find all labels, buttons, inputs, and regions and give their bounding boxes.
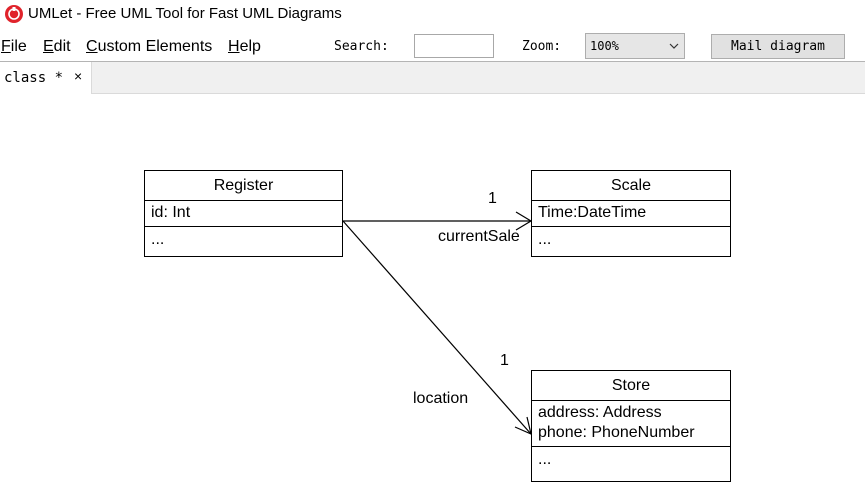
class-register[interactable]: Register id: Int ... <box>144 170 343 257</box>
class-register-attributes: id: Int <box>145 201 342 227</box>
window-title: UMLet - Free UML Tool for Fast UML Diagr… <box>28 5 342 22</box>
title-bar: UMLet - Free UML Tool for Fast UML Diagr… <box>0 0 865 30</box>
menu-divider <box>0 61 865 62</box>
menu-custom-elements-mnemonic: C <box>86 38 98 55</box>
class-register-name: Register <box>145 171 342 201</box>
menu-bar: File Edit Custom Elements Help Search: Z… <box>0 31 865 62</box>
menu-custom-elements[interactable]: Custom Elements <box>86 38 212 56</box>
class-register-operations: ... <box>151 231 165 248</box>
menu-help[interactable]: Help <box>228 38 261 56</box>
multiplicity-store-label: 1 <box>500 352 509 369</box>
umlet-logo-icon <box>5 5 23 23</box>
class-scale[interactable]: Scale Time:DateTime ... <box>531 170 731 257</box>
tab-class-label: class * <box>4 70 64 86</box>
class-scale-attribute: Time:DateTime <box>538 204 647 221</box>
zoom-value: 100% <box>590 39 619 53</box>
search-input[interactable] <box>414 34 494 58</box>
menu-file-mnemonic: F <box>1 38 11 55</box>
class-store-attributes: address: Address phone: PhoneNumber <box>532 401 730 447</box>
menu-custom-elements-label: ustom Elements <box>97 38 213 55</box>
zoom-select[interactable]: 100% <box>585 33 685 59</box>
tab-close-icon[interactable]: × <box>74 68 83 84</box>
multiplicity-scale-label: 1 <box>488 190 497 207</box>
diagram-canvas[interactable]: Register id: Int ... Scale Time:DateTime… <box>0 94 865 492</box>
menu-edit-label: dit <box>53 38 71 55</box>
menu-help-mnemonic: H <box>228 38 240 55</box>
mail-diagram-button[interactable]: Mail diagram <box>711 34 845 59</box>
menu-help-label: elp <box>239 38 261 55</box>
menu-edit-mnemonic: E <box>43 38 54 55</box>
class-scale-operations: ... <box>538 231 552 248</box>
chevron-down-icon <box>669 43 679 49</box>
association-register-store-line[interactable] <box>342 220 532 435</box>
class-store-attribute-phone: phone: PhoneNumber <box>538 424 695 441</box>
role-currentsale-label: currentSale <box>438 228 520 245</box>
role-location-label: location <box>413 390 469 407</box>
zoom-label: Zoom: <box>522 39 562 54</box>
class-store-operations: ... <box>538 451 552 468</box>
class-store[interactable]: Store address: Address phone: PhoneNumbe… <box>531 370 731 482</box>
association-lines <box>342 211 533 436</box>
class-register-attribute: id: Int <box>151 204 191 221</box>
class-store-name: Store <box>532 371 730 401</box>
menu-edit[interactable]: Edit <box>43 38 71 56</box>
tab-class[interactable]: class * × <box>0 62 92 94</box>
search-label: Search: <box>334 39 389 54</box>
menu-file[interactable]: File <box>1 38 27 56</box>
menu-file-label: ile <box>10 38 27 55</box>
class-store-attribute-address: address: Address <box>538 404 662 421</box>
class-scale-attributes: Time:DateTime <box>532 201 730 227</box>
class-scale-name: Scale <box>532 171 730 201</box>
tab-strip: class * × <box>0 62 865 94</box>
